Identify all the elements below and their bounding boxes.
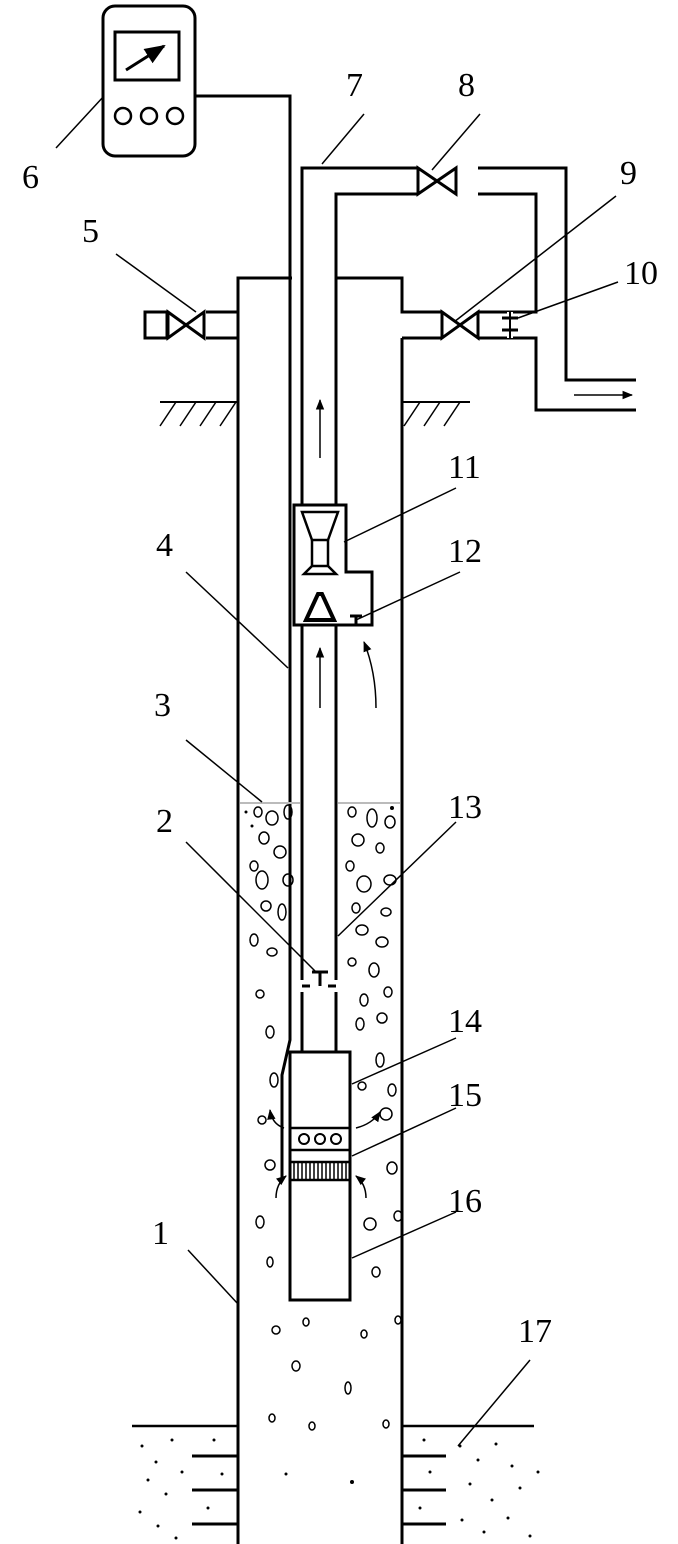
power-cable — [196, 94, 292, 1178]
label-4: 4 — [156, 527, 173, 564]
jet-pump — [292, 503, 377, 709]
fluid-column — [240, 802, 403, 1484]
label-2: 2 — [156, 803, 173, 840]
label-8: 8 — [458, 67, 475, 104]
label-10: 10 — [624, 255, 658, 292]
label-5: 5 — [82, 213, 99, 250]
label-9: 9 — [620, 155, 637, 192]
label-13: 13 — [448, 789, 482, 826]
leader-lines — [55, 95, 619, 1447]
label-11: 11 — [448, 449, 481, 486]
electric-submersible-pump — [267, 1050, 381, 1302]
valve-8 — [416, 165, 458, 197]
label-1: 1 — [152, 1215, 169, 1252]
label-15: 15 — [448, 1077, 482, 1114]
check-valve-10 — [502, 312, 518, 338]
label-7: 7 — [346, 67, 363, 104]
label-3: 3 — [154, 687, 171, 724]
check-valve-2 — [300, 970, 338, 992]
surface-piping — [478, 166, 636, 412]
well-casing — [206, 276, 442, 1544]
control-box — [101, 4, 197, 158]
label-16: 16 — [448, 1183, 482, 1220]
label-12: 12 — [448, 533, 482, 570]
label-6: 6 — [22, 159, 39, 196]
formation — [132, 1424, 540, 1540]
valve-5 — [143, 309, 206, 341]
label-17: 17 — [518, 1313, 552, 1350]
label-14: 14 — [448, 1003, 482, 1040]
valve-9 — [440, 309, 480, 341]
ground-surface — [159, 401, 470, 427]
